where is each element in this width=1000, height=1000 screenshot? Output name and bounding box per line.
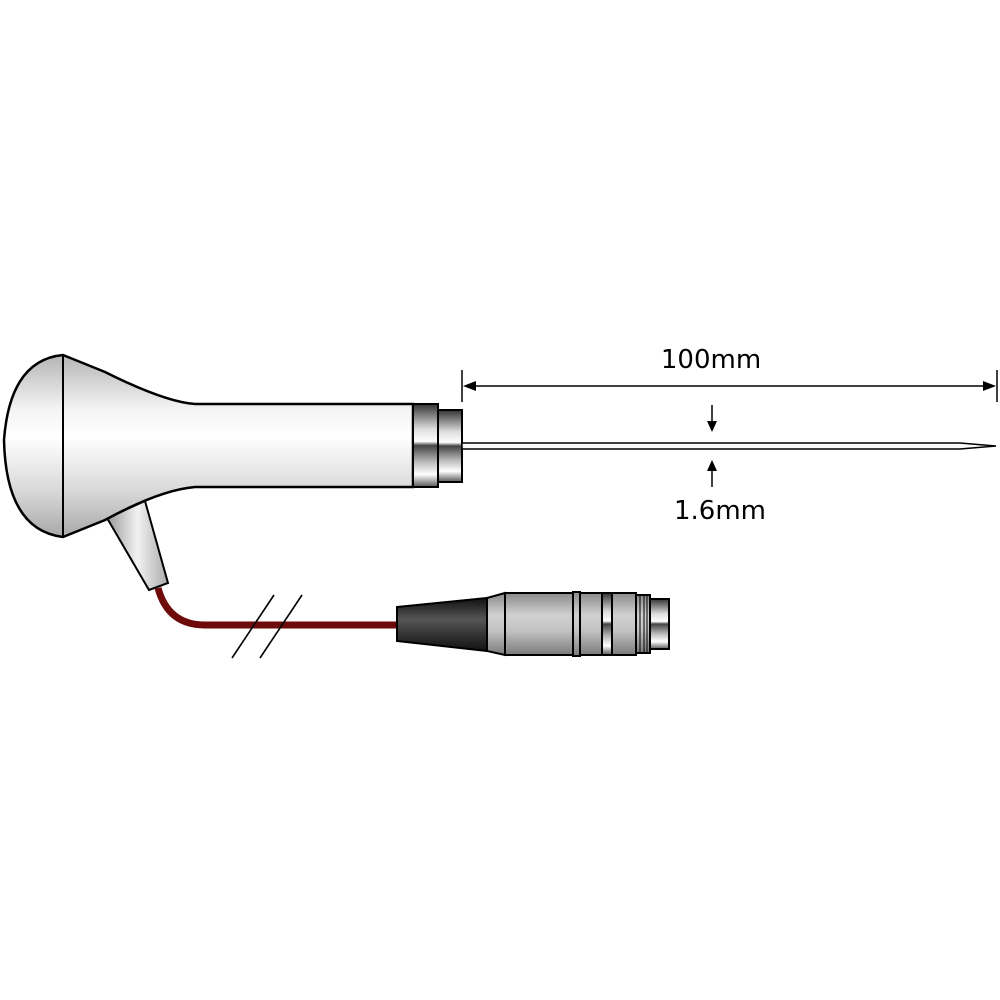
arrow-up-icon: [707, 460, 717, 471]
cable-break-marks: [231, 594, 303, 659]
collar-1: [412, 403, 439, 488]
connector-ring-2: [579, 592, 603, 656]
cable: [154, 586, 400, 629]
connector-ring-3: [601, 592, 613, 656]
connector: [396, 591, 670, 657]
connector-thread: [635, 594, 651, 654]
connector-ring-1: [572, 591, 581, 657]
arrow-down-icon: [707, 421, 717, 432]
arrow-left-icon: [463, 381, 476, 391]
length-dimension: [461, 370, 998, 402]
diameter-label: 1.6mm: [674, 496, 766, 526]
connector-boot: [396, 596, 488, 653]
connector-thread-lines: [639, 595, 648, 653]
arrow-right-icon: [983, 381, 996, 391]
connector-cone: [486, 591, 506, 657]
connector-body: [504, 592, 574, 656]
connector-ring-4: [611, 592, 637, 656]
connector-tip: [649, 598, 670, 650]
probe-needle: [461, 442, 997, 450]
collar-2: [437, 409, 463, 483]
handle: [2, 353, 415, 539]
length-label: 100mm: [661, 345, 761, 375]
